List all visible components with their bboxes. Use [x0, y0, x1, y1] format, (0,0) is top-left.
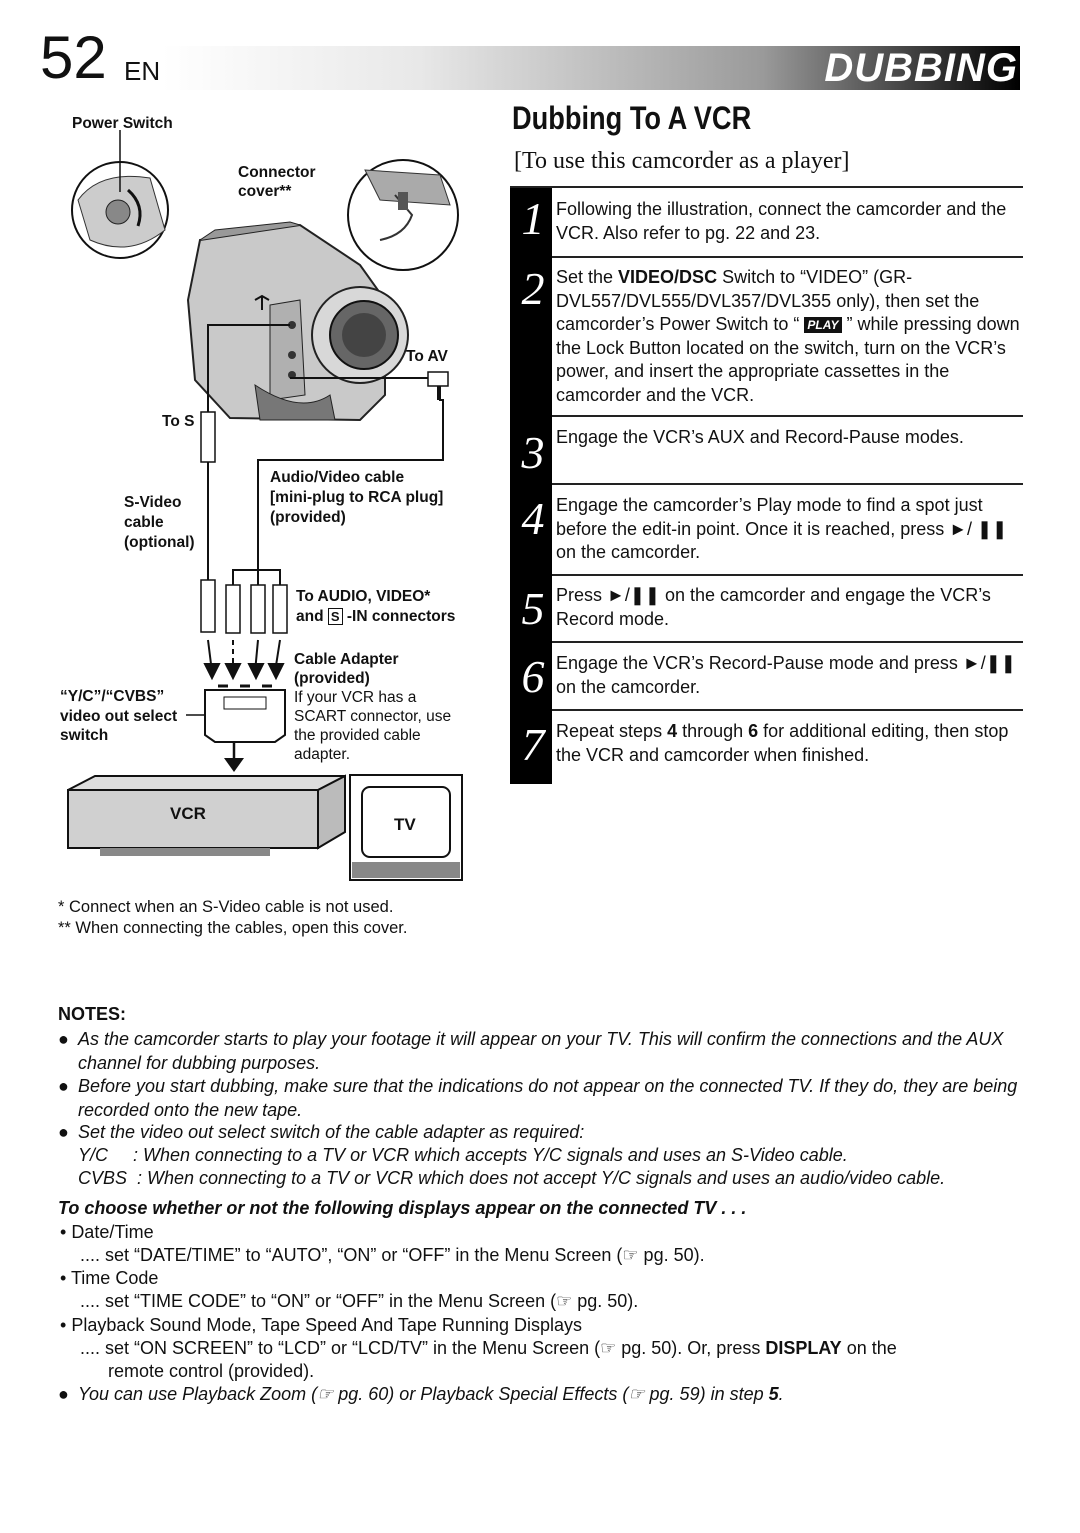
date-time-item: • Date/Time: [60, 1222, 154, 1242]
to-av-plug: [427, 371, 449, 400]
step-text: Engage the VCR’s AUX and Record-Pause mo…: [556, 427, 964, 447]
tv-label: TV: [394, 815, 416, 834]
step-number: 6: [521, 651, 545, 702]
notes-heading: NOTES:: [58, 1004, 127, 1024]
step-number: 1: [521, 193, 545, 244]
footnote: * Connect when an S-Video cable is not u…: [58, 898, 394, 916]
camcorder-illustration: [186, 221, 409, 422]
rca-plugs: [200, 579, 288, 634]
step-number: 4: [521, 493, 545, 544]
adapter-label: Cable Adapter: [294, 651, 399, 668]
connector-cover-label: Connector cover**: [238, 164, 316, 200]
playback-desc-2: remote control (provided).: [108, 1361, 315, 1381]
page-subtitle: [To use this camcorder as a player]: [514, 148, 850, 174]
page-title: Dubbing To A VCR: [512, 100, 752, 136]
step-number: 7: [521, 719, 545, 770]
cvbs-note: CVBS : When connecting to a TV or VCR wh…: [78, 1168, 946, 1188]
tv-illustration: [349, 774, 463, 881]
step-divider: [552, 256, 1023, 258]
yc-label-2: video out select: [60, 708, 178, 725]
footnote: ** When connecting the cables, open this…: [58, 919, 408, 937]
step-number: 3: [521, 427, 545, 478]
step-text: Repeat steps 4 through 6 for additional …: [556, 721, 1009, 765]
power-switch-closeup: [71, 130, 169, 259]
cable-adapter: [186, 684, 286, 772]
play-icon: PLAY: [804, 317, 842, 333]
section-title: DUBBING: [824, 46, 1018, 90]
page-number: 52: [40, 24, 107, 91]
step-divider: [552, 574, 1023, 576]
divider: [510, 186, 1023, 188]
svideo-label-3: (optional): [124, 534, 195, 551]
step-number-bar: [510, 188, 552, 784]
step-text: Engage the VCR’s Record-Pause mode and p…: [556, 653, 1016, 697]
step-divider: [552, 641, 1023, 643]
connection-arrows: [203, 639, 285, 681]
step-divider: [552, 415, 1023, 417]
date-time-desc: .... set “DATE/TIME” to “AUTO”, “ON” or …: [80, 1245, 705, 1265]
step-text: Set the VIDEO/DSC Switch to “VIDEO” (GR-…: [556, 267, 1020, 405]
note-item: ●You can use Playback Zoom (☞ pg. 60) or…: [58, 1384, 784, 1404]
to-av-label: To AV: [406, 348, 448, 365]
playback-desc: .... set “ON SCREEN” to “LCD” or “LCD/TV…: [80, 1338, 897, 1358]
vcr-label: VCR: [170, 804, 206, 823]
step-text: Following the illustration, connect the …: [556, 199, 1007, 243]
to-audio-label-2: and S -IN connectors: [296, 608, 456, 625]
s-video-plug: [200, 411, 216, 463]
s-icon: S: [327, 608, 343, 625]
step-number: 2: [521, 263, 545, 314]
svideo-label-2: cable: [124, 514, 164, 531]
adapter-label-2: (provided): [294, 670, 370, 687]
to-s-label: To S: [162, 413, 195, 430]
time-code-item: • Time Code: [60, 1268, 159, 1288]
playback-item: • Playback Sound Mode, Tape Speed And Ta…: [60, 1315, 583, 1335]
step-number: 5: [521, 583, 545, 634]
step-text: Press ►/❚❚ on the camcorder and engage t…: [556, 585, 991, 629]
power-switch-label: Power Switch: [72, 115, 173, 132]
cables: [207, 324, 444, 590]
display-choice-heading: To choose whether or not the following d…: [58, 1198, 747, 1218]
step-divider: [552, 483, 1023, 485]
av-cable-label-2: [mini-plug to RCA plug]: [270, 489, 444, 506]
step-text: Engage the camcorder’s Play mode to find…: [556, 495, 1008, 562]
yc-label: “Y/C”/“CVBS”: [60, 688, 165, 705]
step-divider: [552, 709, 1023, 711]
av-cable-label-3: (provided): [270, 509, 346, 526]
time-code-desc: .... set “TIME CODE” to “ON” or “OFF” in…: [80, 1291, 639, 1311]
note-item: ●Set the video out select switch of the …: [58, 1122, 585, 1142]
connector-cover-closeup: [347, 159, 459, 271]
svideo-label: S-Video: [124, 494, 182, 511]
av-cable-label: Audio/Video cable: [270, 469, 405, 486]
yc-note: Y/C : When connecting to a TV or VCR whi…: [78, 1145, 848, 1165]
note-item: ●As the camcorder starts to play your fo…: [58, 1029, 1004, 1073]
vcr-illustration: [67, 774, 346, 856]
header-bar: [162, 46, 1020, 90]
yc-label-3: switch: [60, 727, 109, 744]
note-item: ●Before you start dubbing, make sure tha…: [58, 1076, 1018, 1120]
page-language: EN: [124, 56, 161, 86]
adapter-description: If your VCR has a SCART connector, use t…: [294, 689, 452, 763]
to-audio-label: To AUDIO, VIDEO*: [296, 588, 431, 605]
connection-diagram: [67, 130, 463, 881]
